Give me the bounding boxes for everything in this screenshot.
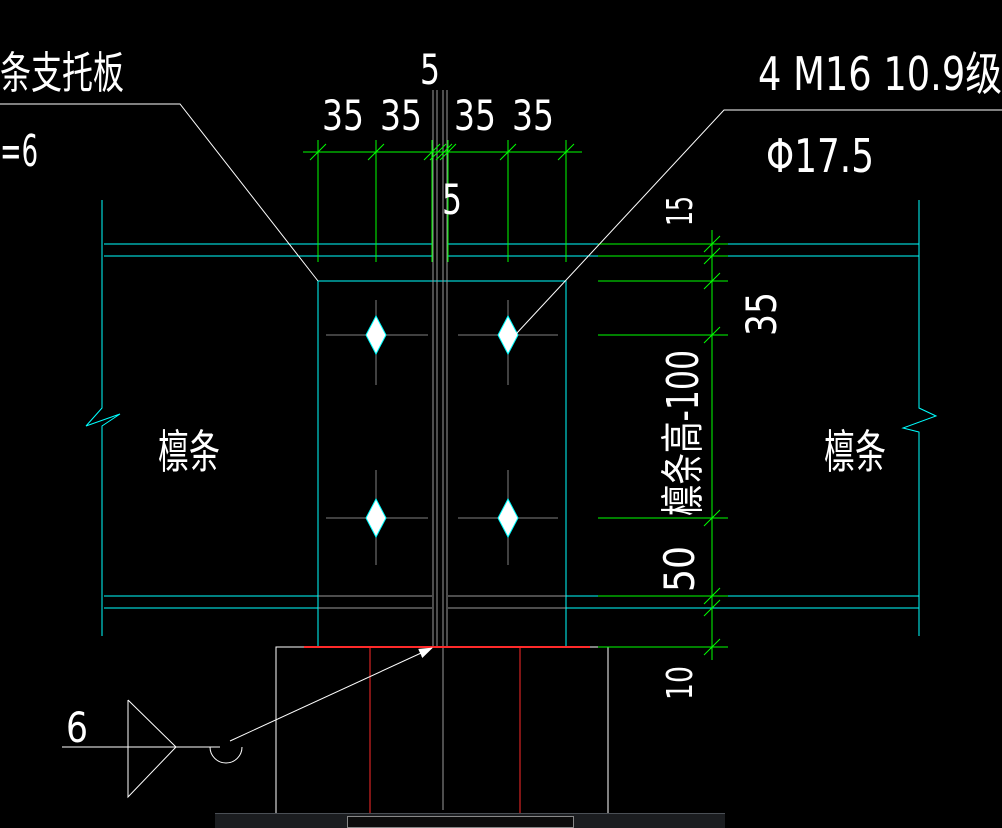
- purlin-left-label: 檩条: [158, 425, 220, 479]
- leader-bolts: [515, 109, 1002, 335]
- thickness-label: =6: [0, 126, 38, 177]
- bolt-bottom-left: [365, 497, 387, 539]
- status-bar-field[interactable]: [347, 816, 574, 828]
- support-plate-label: 条支托板: [0, 48, 124, 99]
- bolt-bottom-right: [497, 497, 519, 539]
- bolt-centerlines: [326, 300, 558, 565]
- dim-top-4: 35: [512, 91, 554, 140]
- leader-support-plate: [0, 103, 319, 282]
- dim-right-50: 50: [655, 546, 704, 592]
- dim-right-15: 15: [660, 196, 701, 226]
- status-bar[interactable]: [215, 813, 725, 828]
- support-plate: [317, 280, 567, 648]
- purlin-right: [566, 200, 938, 636]
- purlin-right-label: 檩条: [824, 425, 886, 479]
- dimension-right: [598, 230, 728, 660]
- bolt-top-left: [365, 314, 387, 356]
- bolt-top-right: [497, 314, 519, 356]
- dim-right-35: 35: [737, 292, 786, 336]
- bolts: [365, 314, 519, 539]
- purlin-flange-center: [318, 243, 566, 257]
- dimension-top: [303, 140, 582, 262]
- dim-top-1: 35: [322, 91, 364, 140]
- dim-gap-mid: 5: [442, 175, 462, 224]
- dim-top-2: 35: [380, 91, 422, 140]
- purlin-left: [85, 200, 318, 636]
- purlin-height-label: 檩条高-100: [658, 350, 709, 516]
- bolt-spec-label: 4 M16 10.9级: [758, 47, 1002, 101]
- column: [275, 646, 609, 827]
- dim-right-10: 10: [660, 666, 701, 700]
- weld-size-label: 6: [66, 703, 88, 752]
- dim-top-3: 35: [454, 91, 496, 140]
- weld-symbol: [62, 647, 433, 799]
- plate-center-lines: [318, 90, 566, 810]
- hole-diameter-label: Φ17.5: [766, 129, 874, 183]
- dim-gap-top: 5: [420, 45, 440, 94]
